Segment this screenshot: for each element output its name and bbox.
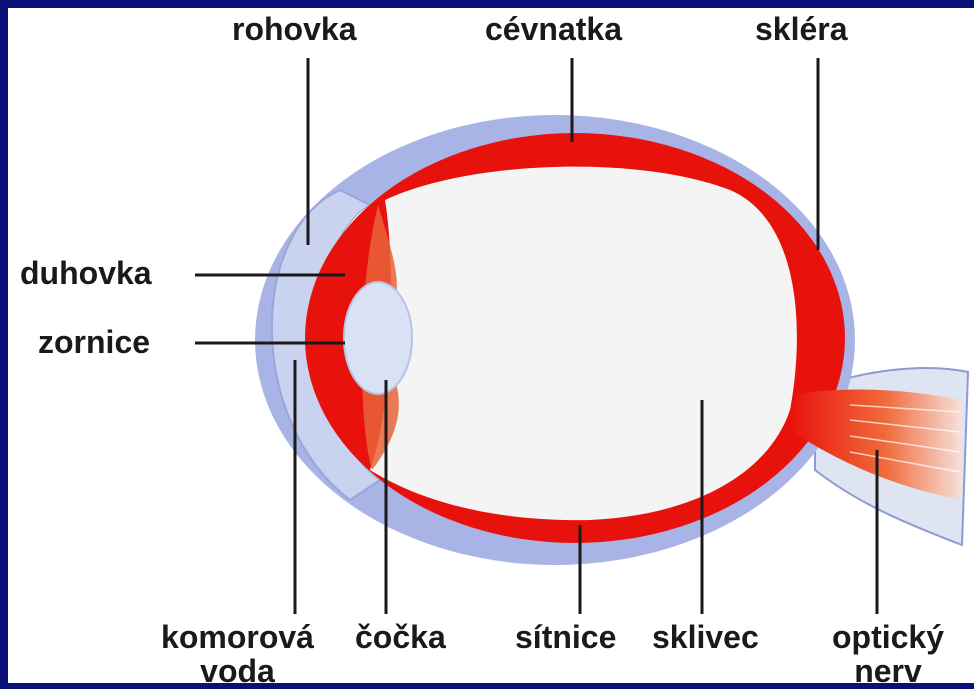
label-opticky-nerv-line1: optický	[818, 620, 958, 654]
label-sklivec: sklivec	[652, 620, 759, 654]
label-cocka: čočka	[355, 620, 446, 654]
label-sklera: skléra	[755, 12, 848, 46]
vitreous-body	[370, 167, 797, 521]
label-sitnice: sítnice	[515, 620, 616, 654]
label-duhovka: duhovka	[20, 256, 152, 290]
label-zornice: zornice	[38, 325, 150, 359]
label-komorova-voda-line1: komorová	[140, 620, 335, 654]
label-opticky-nerv: optický nerv	[818, 620, 958, 688]
label-komorova-voda: komorová voda	[140, 620, 335, 688]
label-rohovka: rohovka	[232, 12, 356, 46]
label-cevnatka: cévnatka	[485, 12, 622, 46]
lens	[344, 282, 412, 394]
